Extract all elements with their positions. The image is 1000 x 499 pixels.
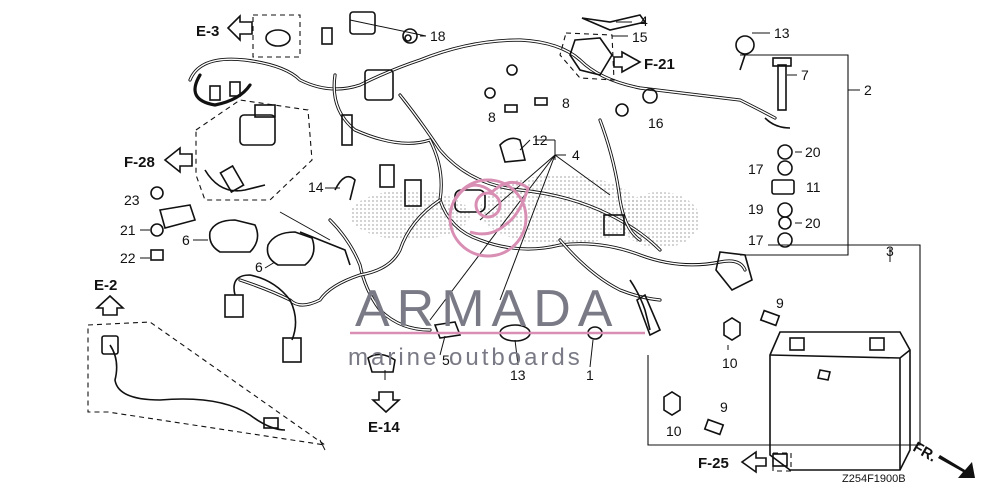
watermark-brand: ARMADA xyxy=(355,280,619,338)
callout-4-mid: 4 xyxy=(572,147,580,163)
callout-8-right: 8 xyxy=(562,95,570,111)
ref-e3: E-3 xyxy=(196,23,219,40)
reference-labels: E-3 F-21 F-28 E-2 E-14 F-25 FR. Z254F190… xyxy=(94,23,939,485)
part-callouts: 1 2 3 4 4 5 6 6 7 8 8 9 9 10 10 11 12 13… xyxy=(120,13,894,439)
watermark: ARMADA marine outboards xyxy=(348,178,645,371)
callout-18: 18 xyxy=(430,28,446,44)
diagram-code: Z254F1900B xyxy=(842,473,906,485)
front-marker: FR. xyxy=(910,439,939,466)
ref-e14: E-14 xyxy=(368,419,400,436)
ref-f21: F-21 xyxy=(644,56,675,73)
callout-3: 3 xyxy=(886,243,894,259)
callout-15: 15 xyxy=(632,29,648,45)
callout-14: 14 xyxy=(308,179,324,195)
callout-20-upper: 20 xyxy=(805,144,821,160)
callout-4-top: 4 xyxy=(640,13,648,29)
front-arrow-icon xyxy=(938,455,975,478)
battery xyxy=(769,331,911,471)
group-outlines xyxy=(87,14,921,472)
callout-6-left: 6 xyxy=(182,232,190,248)
callout-13-top: 13 xyxy=(774,25,790,41)
main-wire-harness xyxy=(188,38,777,332)
connector-shapes xyxy=(101,11,795,467)
callout-9-lower: 9 xyxy=(720,399,728,415)
callout-6-right: 6 xyxy=(255,259,263,275)
callout-11: 11 xyxy=(806,179,821,195)
callout-7: 7 xyxy=(801,67,809,83)
callout-2: 2 xyxy=(864,82,872,98)
callout-19: 19 xyxy=(748,201,764,217)
e14-arrow-icon xyxy=(370,391,402,414)
leader-lines xyxy=(140,19,891,451)
f25-arrow-icon xyxy=(740,450,767,474)
reference-arrows xyxy=(94,14,975,478)
callout-13-bottom: 13 xyxy=(510,367,526,383)
callout-10-upper: 10 xyxy=(722,355,738,371)
watermark-tagline: marine outboards xyxy=(348,344,583,371)
ref-f25: F-25 xyxy=(698,455,729,472)
callout-9-upper: 9 xyxy=(776,295,784,311)
ref-f28: F-28 xyxy=(124,154,155,171)
callout-10-lower: 10 xyxy=(666,423,682,439)
callout-17-lower: 17 xyxy=(748,232,764,248)
e3-arrow-icon xyxy=(226,14,253,42)
callout-22: 22 xyxy=(120,250,136,266)
callout-23: 23 xyxy=(124,192,140,208)
callout-17-upper: 17 xyxy=(748,161,764,177)
e2-arrow-icon xyxy=(94,294,126,316)
ref-e2: E-2 xyxy=(94,277,117,294)
callout-5: 5 xyxy=(442,352,450,368)
callout-12: 12 xyxy=(532,132,548,148)
f28-arrow-icon xyxy=(163,146,193,174)
callout-1: 1 xyxy=(586,367,594,383)
watermark-logo-icon xyxy=(448,178,530,258)
f21-arrow-icon xyxy=(613,50,642,74)
callout-16: 16 xyxy=(648,115,664,131)
callout-20-lower: 20 xyxy=(805,215,821,231)
callout-21: 21 xyxy=(120,222,136,238)
callout-8-left: 8 xyxy=(488,109,496,125)
